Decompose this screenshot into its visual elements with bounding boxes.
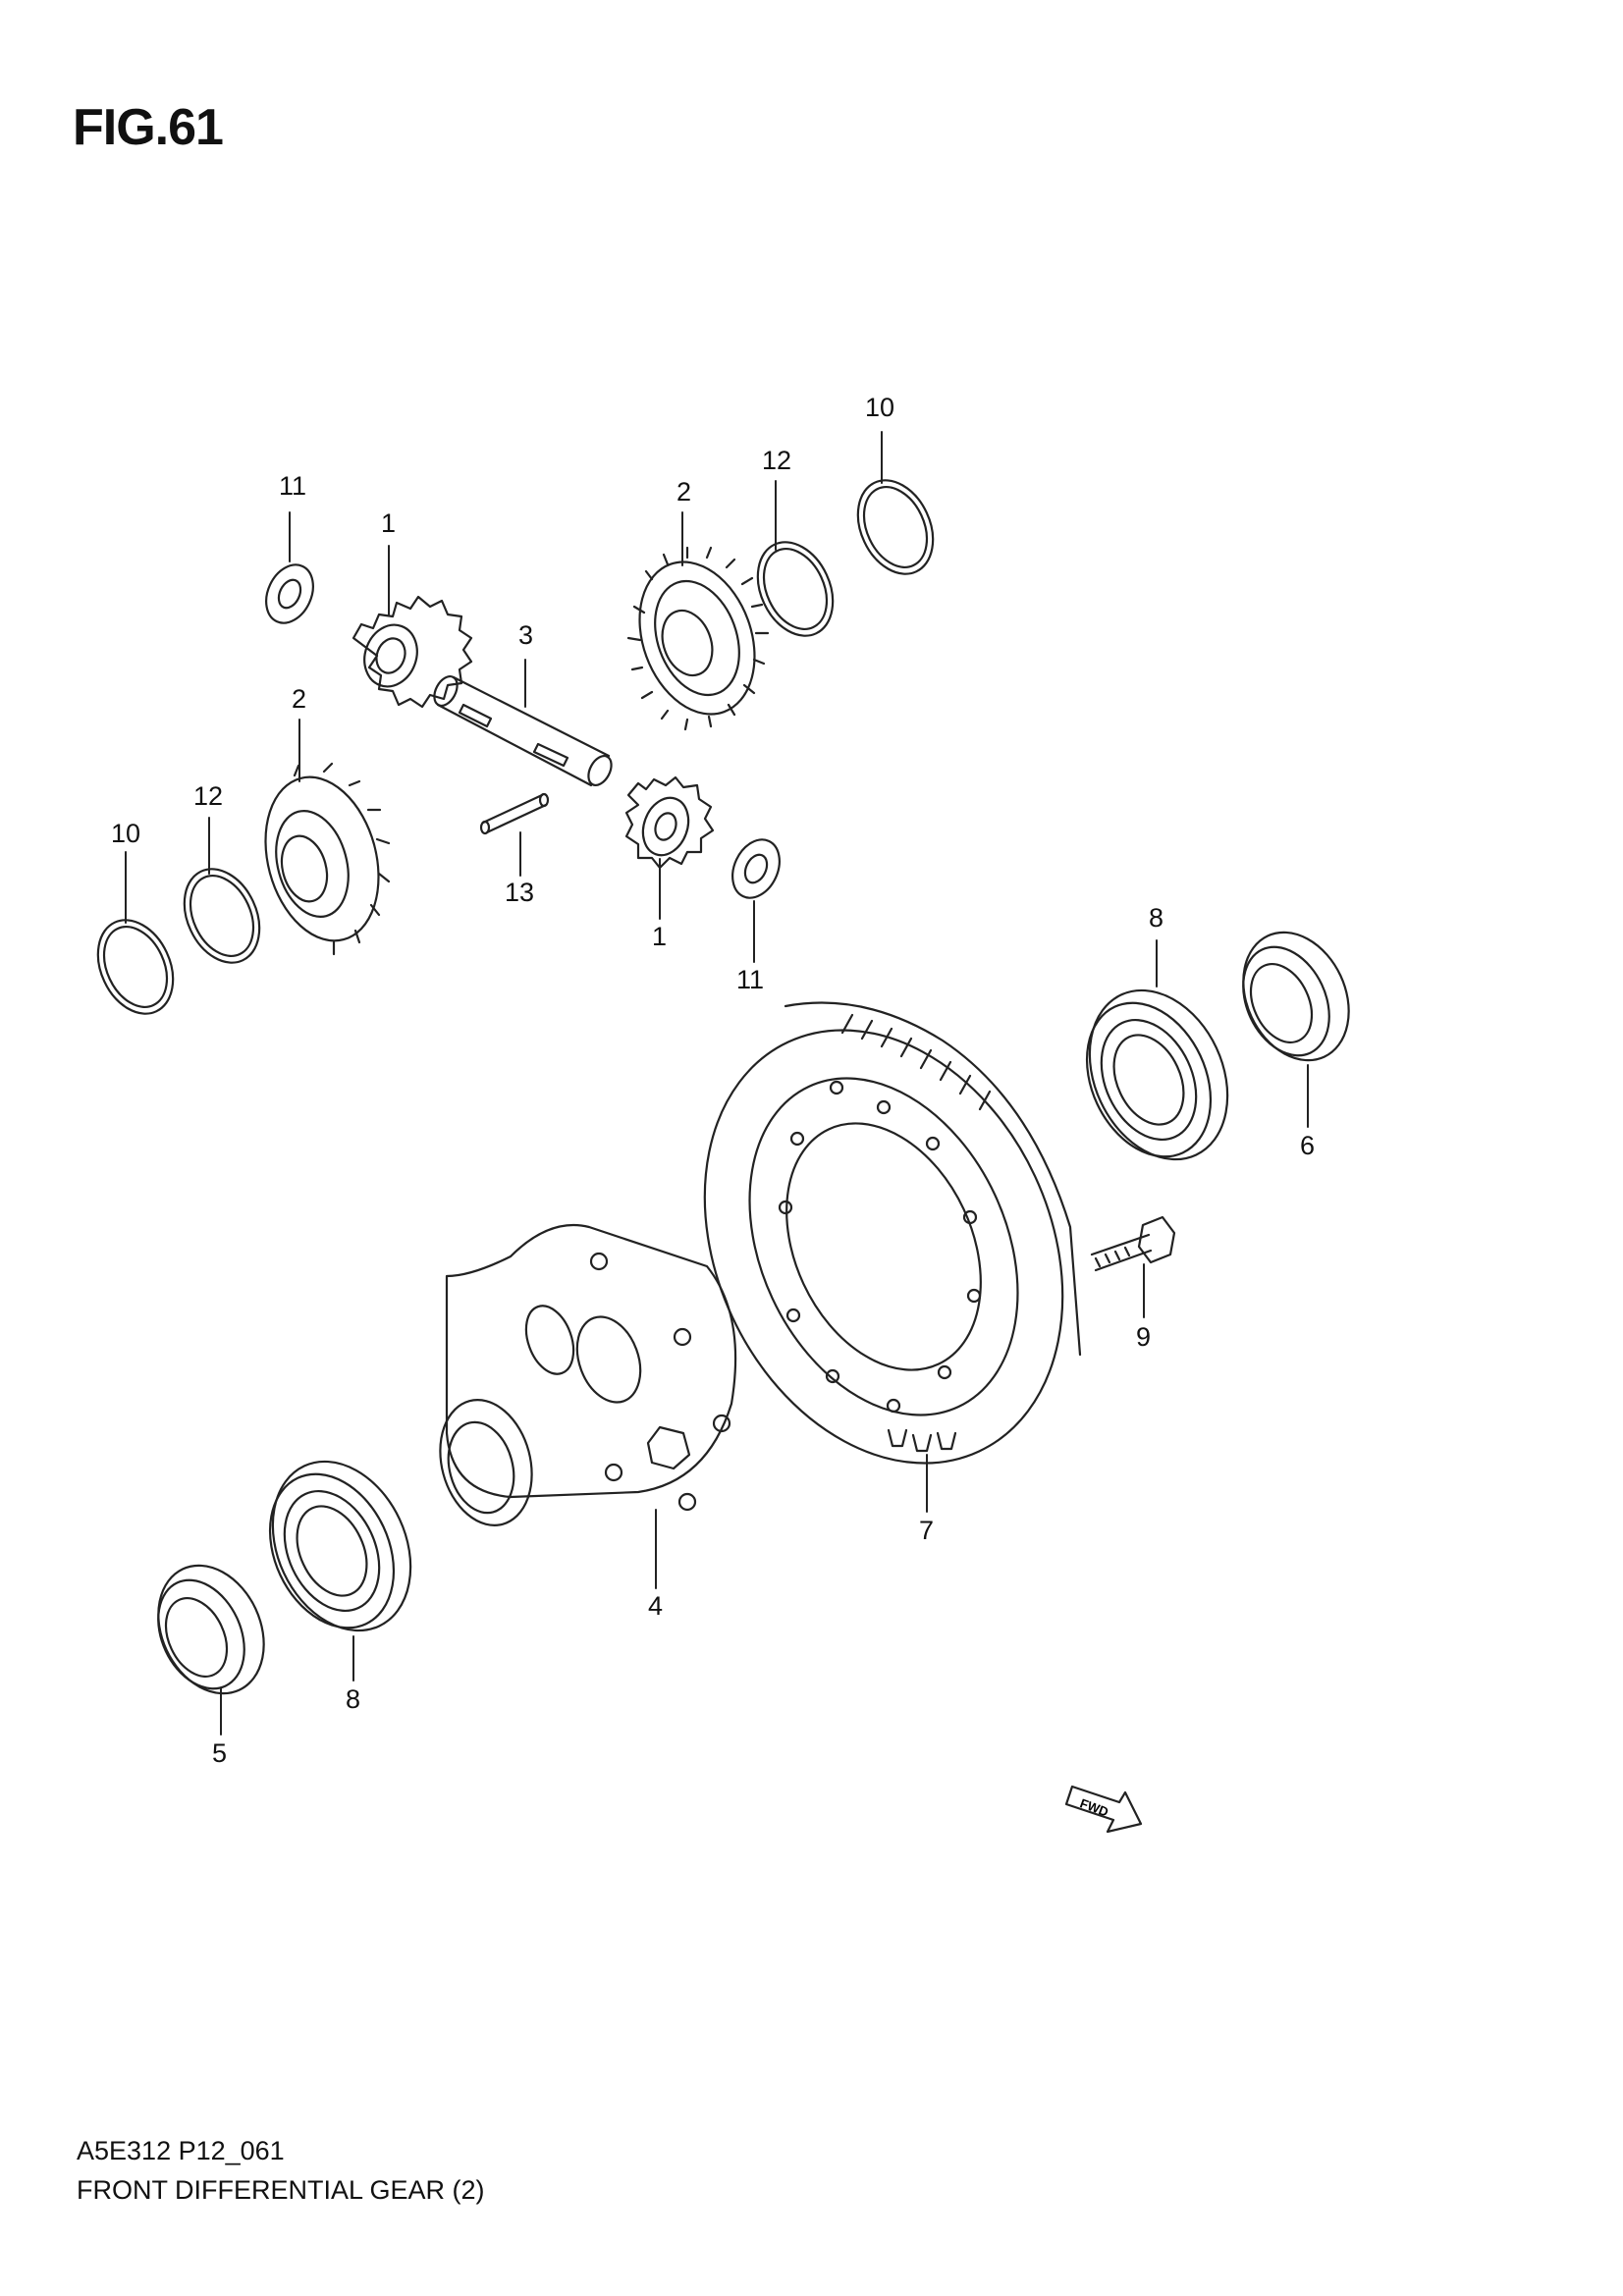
- callout-10-left: 10: [111, 819, 140, 848]
- callout-9: 9: [1136, 1322, 1151, 1352]
- callout-1-top: 1: [381, 508, 396, 538]
- final-gear: [703, 1001, 1082, 1465]
- thrust-washer-bottom: [731, 838, 781, 899]
- differential-case: [439, 1223, 737, 1526]
- pinion-gear-bottom: [624, 775, 715, 870]
- retaining-ring-top: [856, 479, 935, 575]
- callout-8-right: 8: [1149, 903, 1163, 933]
- leader-lines: [125, 431, 1309, 1735]
- callout-2-top: 2: [676, 477, 691, 507]
- figure-code: A5E312 P12_061: [77, 2136, 285, 2165]
- pinion-shaft: [433, 675, 613, 787]
- pinion-gear-top: [352, 595, 473, 709]
- lock-pin: [479, 792, 550, 835]
- callout-12-top: 12: [762, 446, 791, 475]
- shim-top: [756, 541, 835, 637]
- figure-title: FIG.61: [73, 99, 224, 156]
- bearing-left: [268, 1460, 412, 1632]
- callout-5: 5: [212, 1738, 227, 1768]
- callout-11-top: 11: [279, 471, 306, 501]
- callout-11-bottom: 11: [736, 965, 764, 994]
- shim-left: [183, 868, 261, 964]
- callout-3: 3: [518, 620, 533, 650]
- retaining-ring-left: [96, 919, 175, 1015]
- callout-4: 4: [648, 1591, 663, 1621]
- callout-10-top: 10: [865, 393, 894, 422]
- callout-1-bottom: 1: [652, 922, 667, 951]
- oil-seal-right: [1242, 931, 1350, 1062]
- callout-8-left: 8: [346, 1684, 360, 1714]
- callout-13: 13: [505, 878, 534, 907]
- forward-arrow-icon: [1064, 1785, 1143, 1834]
- figure-caption: FRONT DIFFERENTIAL GEAR (2): [77, 2175, 485, 2205]
- callout-7: 7: [919, 1516, 934, 1545]
- bearing-right: [1085, 988, 1229, 1161]
- gear-bolt: [1090, 1215, 1176, 1272]
- side-gear-left: [264, 762, 391, 956]
- callout-6: 6: [1300, 1131, 1315, 1160]
- oil-seal-left: [157, 1564, 265, 1695]
- callout-12-left: 12: [193, 781, 223, 811]
- thrust-washer-top: [265, 563, 314, 624]
- callout-2-left: 2: [292, 684, 306, 714]
- side-gear-top: [626, 546, 770, 731]
